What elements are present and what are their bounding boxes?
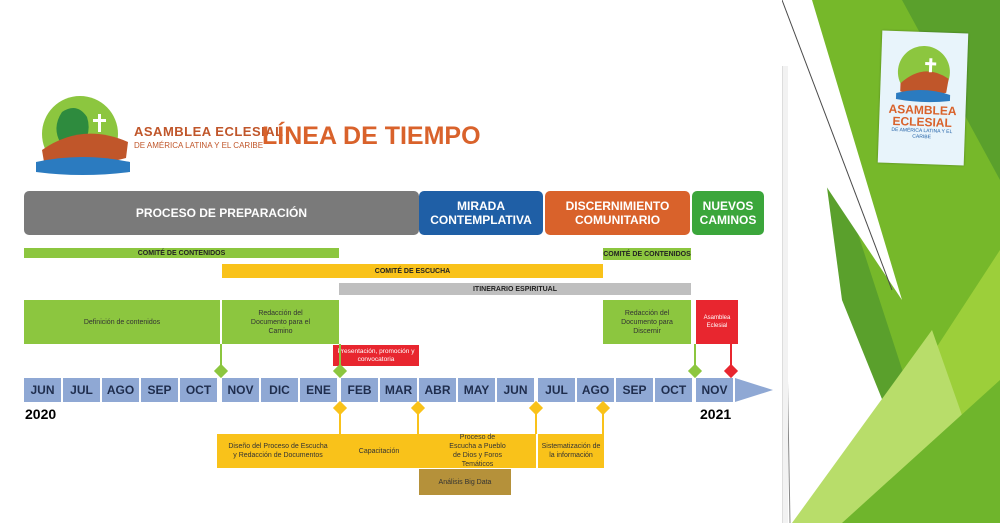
phase-nuevos-label: NUEVOS CAMINOS [699, 199, 757, 227]
month-nov-2021: NOV [696, 378, 733, 402]
side-logo-icon [895, 46, 951, 103]
slide-edge-scrollbar[interactable] [782, 66, 788, 523]
month-label: NOV [227, 383, 254, 397]
box-redaccion-discernir: Redacción del Documento para Discernir [603, 300, 691, 344]
box-redaccion-discernir-label: Redacción del Documento para Discernir [621, 309, 673, 335]
month-abr-2021: ABR [419, 378, 456, 402]
phase-discernimiento: DISCERNIMIENTO COMUNITARIO [545, 191, 690, 235]
side-logo-line3: DE AMÉRICA LATINA Y EL CARIBE [891, 126, 953, 141]
bar-comite-contenidos-1-label: COMITÉ DE CONTENIDOS [137, 249, 226, 257]
box-presentacion-label: Presentación, promoción y convocatoria [337, 347, 415, 363]
phase-preparacion-label: PROCESO DE PREPARACIÓN [135, 206, 308, 220]
month-label: JUN [30, 383, 55, 397]
month-mar-2021: MAR [380, 378, 417, 402]
month-jun-2021: JUN [497, 378, 534, 402]
box-proceso-escucha: Proceso de Escucha a Pueblo de Dios y Fo… [419, 434, 536, 468]
month-dic-2020: DIC [261, 378, 298, 402]
month-oct-2021: OCT [655, 378, 692, 402]
phase-discernimiento-label: DISCERNIMIENTO COMUNITARIO [565, 199, 670, 227]
connector-mar [417, 410, 419, 434]
month-ago-2020: AGO [102, 378, 139, 402]
box-asamblea-eclesial: Asamblea Eclesial [696, 300, 738, 344]
phase-mirada-label: MIRADA CONTEMPLATIVA [430, 199, 532, 227]
month-label: MAR [384, 383, 413, 397]
box-redaccion-camino: Redacción del Documento para el Camino [222, 300, 339, 344]
box-diseno-proceso: Diseño del Proceso de Escucha y Redacció… [217, 434, 339, 468]
month-may-2021: MAY [458, 378, 495, 402]
timeline-arrow-icon [735, 378, 773, 402]
month-label: AGO [106, 383, 135, 397]
month-label: OCT [185, 383, 212, 397]
milestone-oct-2021 [687, 363, 703, 379]
month-jul-2020: JUL [63, 378, 100, 402]
logo-line2: DE AMÉRICA LATINA Y EL CARIBE [134, 141, 264, 150]
box-capacitacion: Capacitación [339, 434, 419, 468]
month-sep-2021: SEP [616, 378, 653, 402]
bar-comite-contenidos-2: COMITÉ DE CONTENIDOS [603, 248, 691, 260]
milestone-oct-2020 [213, 363, 229, 379]
month-label: JUN [503, 383, 528, 397]
month-feb-2021: FEB [341, 378, 378, 402]
month-sep-2020: SEP [141, 378, 178, 402]
month-label: DIC [269, 383, 290, 397]
box-analisis-big-data: Análisis Big Data [419, 469, 511, 495]
month-jun-2020: JUN [24, 378, 61, 402]
connector-ago [602, 410, 604, 434]
connector-redaccion [339, 344, 341, 372]
box-redaccion-camino-label: Redacción del Documento para el Camino [250, 309, 311, 335]
page-title: LÍNEA DE TIEMPO [262, 122, 481, 150]
month-label: NOV [701, 383, 728, 397]
month-label: FEB [347, 383, 372, 397]
box-diseno-label: Diseño del Proceso de Escucha y Redacció… [228, 443, 328, 459]
bar-itinerario-espiritual: ITINERARIO ESPIRITUAL [339, 283, 691, 295]
phase-preparacion: PROCESO DE PREPARACIÓN [24, 191, 419, 235]
bar-itinerario-label: ITINERARIO ESPIRITUAL [472, 285, 557, 293]
bar-comite-contenidos-2-label: COMITÉ DE CONTENIDOS [603, 250, 691, 258]
box-sistematizacion-label: Sistematización de la información [541, 443, 601, 459]
box-sistematizacion: Sistematización de la información [538, 434, 604, 468]
box-definicion-label: Definición de contenidos [83, 318, 161, 326]
connector-asamblea [730, 344, 732, 372]
month-label: ABR [424, 383, 451, 397]
month-nov-2020: NOV [222, 378, 259, 402]
year-start: 2020 [25, 406, 57, 422]
connector-definicion [220, 344, 222, 372]
connector-discernir [694, 344, 696, 372]
connector-jun [535, 410, 537, 434]
phase-nuevos-caminos: NUEVOS CAMINOS [692, 191, 764, 235]
month-label: JUL [70, 383, 93, 397]
milestone-ene-2021 [332, 363, 348, 379]
box-capacitacion-label: Capacitación [358, 447, 400, 455]
month-label: SEP [147, 383, 172, 397]
month-label: OCT [660, 383, 687, 397]
month-oct-2020: OCT [180, 378, 217, 402]
bar-comite-escucha-label: COMITÉ DE ESCUCHA [374, 267, 451, 275]
month-jul-2021: JUL [538, 378, 575, 402]
month-label: JUL [545, 383, 568, 397]
month-label: AGO [581, 383, 610, 397]
month-label: SEP [622, 383, 647, 397]
month-ene-2021: ENE [300, 378, 337, 402]
phase-mirada-contemplativa: MIRADA CONTEMPLATIVA [419, 191, 543, 235]
month-label: MAY [463, 383, 490, 397]
box-analisis-label: Análisis Big Data [438, 478, 492, 486]
asamblea-logo-icon [36, 96, 130, 175]
box-proceso-escucha-label: Proceso de Escucha a Pueblo de Dios y Fo… [449, 434, 506, 468]
side-logo-card: ASAMBLEA ECLESIAL DE AMÉRICA LATINA Y EL… [877, 30, 969, 166]
bar-comite-escucha: COMITÉ DE ESCUCHA [222, 264, 603, 278]
month-ago-2021: AGO [577, 378, 614, 402]
box-presentacion: Presentación, promoción y convocatoria [333, 345, 419, 366]
month-label: ENE [306, 383, 331, 397]
box-definicion-contenidos: Definición de contenidos [24, 300, 220, 344]
bar-comite-contenidos-1: COMITÉ DE CONTENIDOS [24, 248, 339, 258]
box-asamblea-label: Asamblea Eclesial [703, 315, 731, 329]
year-end: 2021 [700, 406, 732, 422]
connector-feb [339, 410, 341, 434]
logo-line1: ASAMBLEA ECLESIAL [134, 124, 284, 139]
